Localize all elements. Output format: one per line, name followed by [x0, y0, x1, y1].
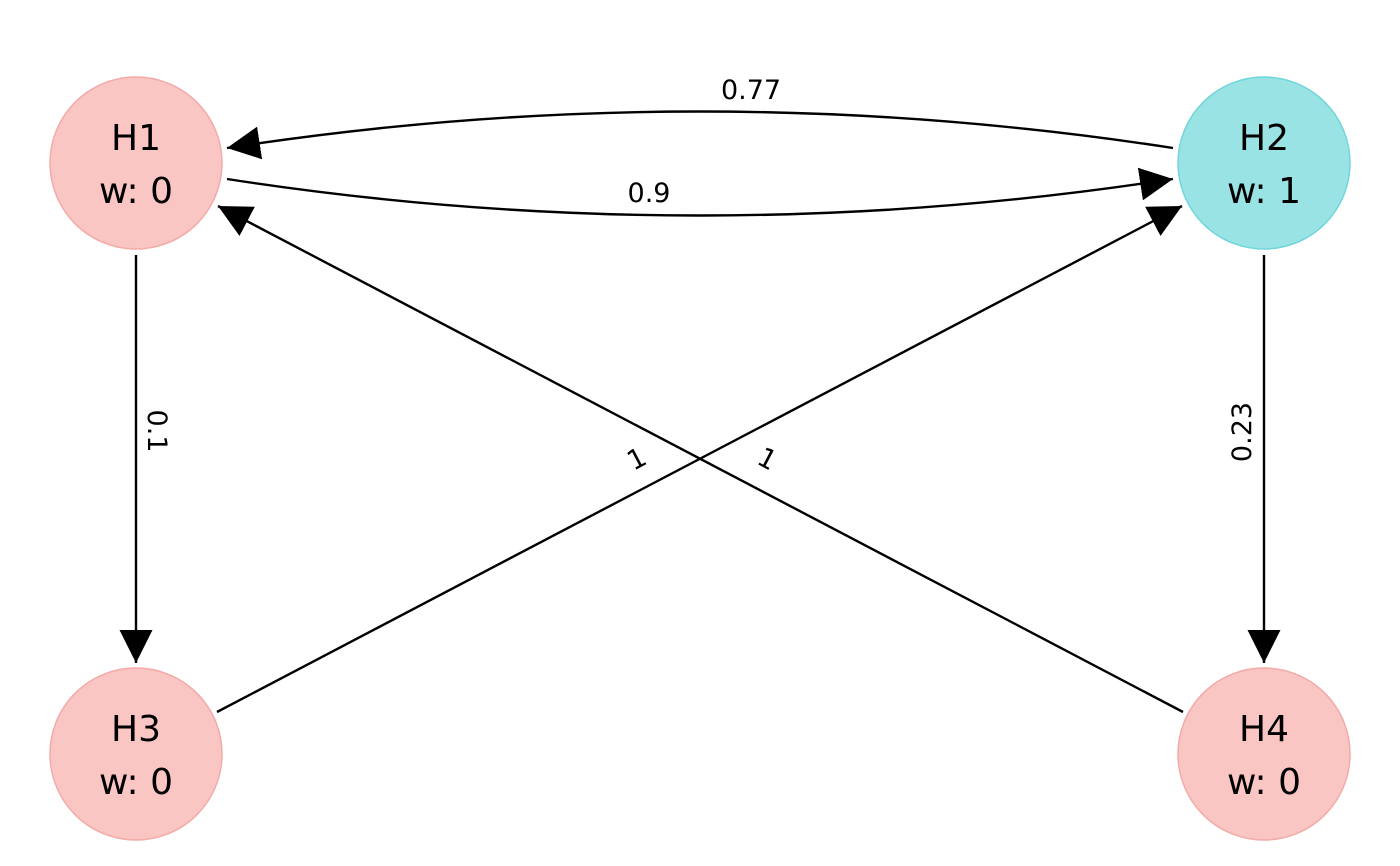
node-h4: H4 w: 0	[1177, 667, 1351, 841]
edge-label-h4-h1: 1	[752, 442, 782, 477]
node-h3-weight: w: 0	[99, 762, 173, 803]
edge-label-h2-h1: 0.77	[721, 75, 781, 106]
node-h2-name: H2	[1239, 118, 1289, 159]
edge-label-h1-h3: 0.1	[141, 410, 172, 453]
edge-label-h1-h2: 0.9	[628, 178, 671, 209]
node-h1-weight: w: 0	[99, 171, 173, 212]
node-h4-circle	[1177, 667, 1351, 841]
edge-label-h3-h2: 1	[622, 442, 652, 477]
node-h1: H1 w: 0	[49, 76, 223, 250]
node-h3-circle	[49, 667, 223, 841]
node-h4-weight: w: 0	[1227, 762, 1301, 803]
edge-h4-h1	[217, 204, 1184, 714]
node-h4-name: H4	[1239, 709, 1289, 750]
node-h2-weight: w: 1	[1227, 171, 1301, 212]
node-h3-name: H3	[111, 709, 161, 750]
edge-h2-h1	[226, 110, 1174, 160]
node-h1-circle	[49, 76, 223, 250]
node-h3: H3 w: 0	[49, 667, 223, 841]
edge-h1-h2	[226, 167, 1174, 217]
node-h2: H2 w: 1	[1177, 76, 1351, 250]
edge-label-h2-h4: 0.23	[1227, 402, 1258, 462]
node-h1-name: H1	[111, 118, 161, 159]
node-h2-circle	[1177, 76, 1351, 250]
edges	[119, 110, 1281, 714]
